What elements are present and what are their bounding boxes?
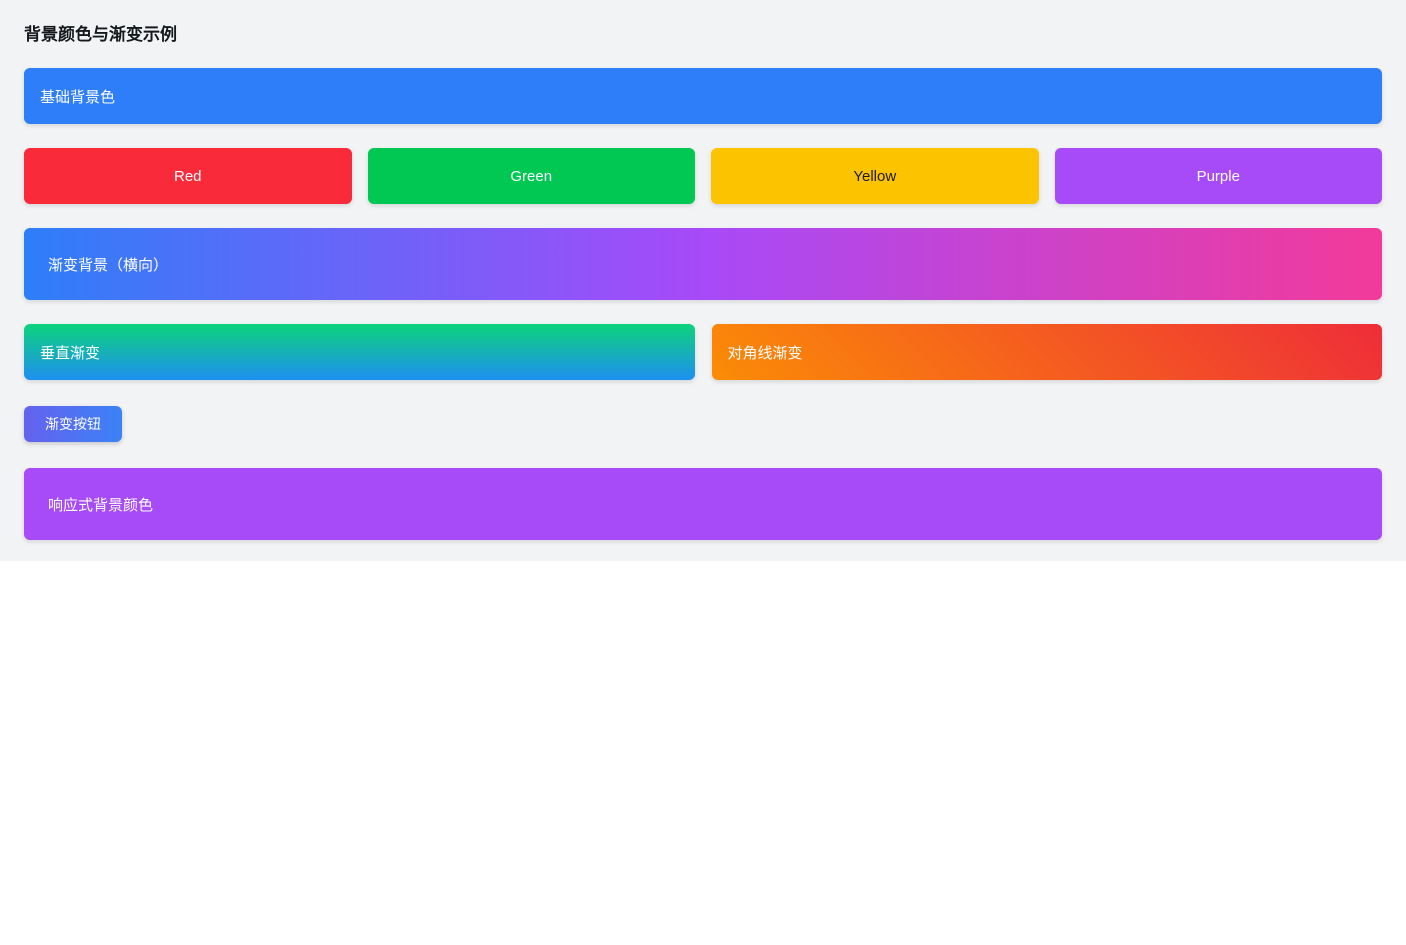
- diagonal-gradient-bar: 对角线渐变: [711, 324, 1382, 380]
- page-title: 背景颜色与渐变示例: [24, 25, 177, 44]
- color-swatch-yellow: Yellow: [711, 148, 1039, 204]
- horizontal-gradient-label: 渐变背景（横向）: [48, 256, 169, 274]
- color-swatch-row: Red Green Yellow Purple: [24, 148, 1382, 204]
- gradient-button-row: 渐变按钮: [24, 406, 1382, 442]
- swatch-label-green: Green: [510, 167, 553, 185]
- responsive-background-bar: 响应式背景颜色: [24, 468, 1382, 540]
- swatch-label-red: Red: [173, 167, 202, 185]
- horizontal-gradient-bar: 渐变背景（横向）: [24, 228, 1382, 300]
- responsive-background-label: 响应式背景颜色: [48, 496, 154, 514]
- basic-background-label: 基础背景色: [40, 88, 116, 106]
- color-swatch-green: Green: [367, 148, 695, 204]
- gradient-pair-row: 垂直渐变 对角线渐变: [24, 324, 1382, 380]
- vertical-gradient-label: 垂直渐变: [40, 344, 101, 362]
- swatch-label-yellow: Yellow: [853, 167, 897, 185]
- swatch-label-purple: Purple: [1196, 167, 1240, 185]
- vertical-gradient-bar: 垂直渐变: [24, 324, 695, 380]
- color-swatch-purple: Purple: [1054, 148, 1382, 204]
- diagonal-gradient-label: 对角线渐变: [727, 344, 803, 362]
- gradient-button[interactable]: 渐变按钮: [24, 406, 122, 442]
- basic-background-bar: 基础背景色: [24, 68, 1382, 124]
- background-demo-panel: 背景颜色与渐变示例 基础背景色 Red Green Yellow Purple …: [0, 0, 1406, 561]
- color-swatch-red: Red: [24, 148, 352, 204]
